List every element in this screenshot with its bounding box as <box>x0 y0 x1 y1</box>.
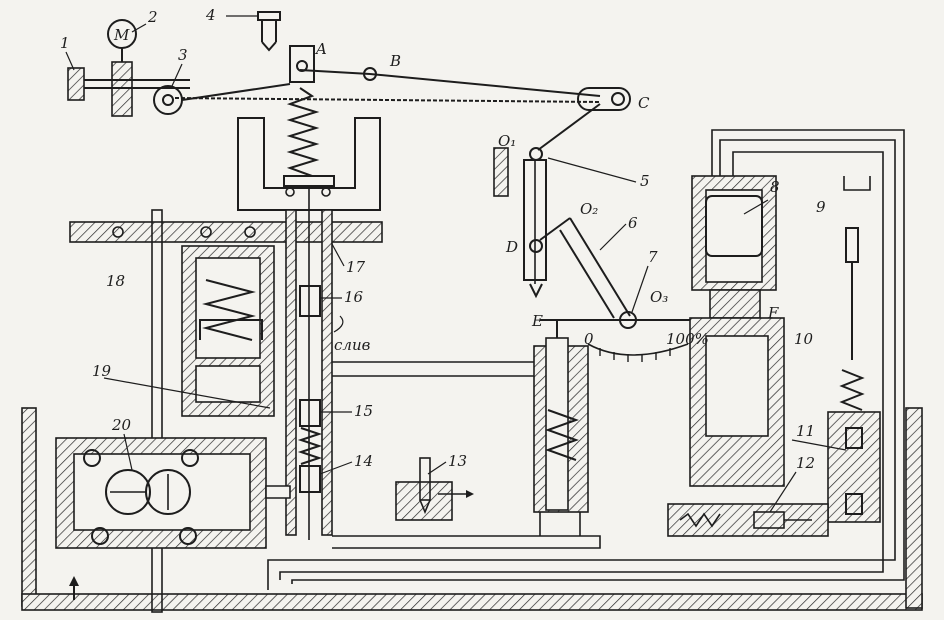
label-11: 11 <box>796 422 815 440</box>
label-B: B <box>389 52 401 70</box>
label-O1: O₁ <box>498 132 516 150</box>
label-17: 17 <box>346 258 366 276</box>
label-O3: O₃ <box>650 288 668 306</box>
label-scale-max: 100% <box>666 330 709 348</box>
control-rod <box>151 209 163 613</box>
label-19: 19 <box>92 362 112 380</box>
label-5: 5 <box>640 172 650 190</box>
label-15: 15 <box>354 402 373 420</box>
label-O2: O₂ <box>580 200 598 218</box>
label-18: 18 <box>106 272 125 290</box>
leader-lines <box>65 15 847 513</box>
drive-assembly <box>67 11 291 117</box>
label-1: 1 <box>60 34 70 52</box>
needle-valve-13 <box>395 457 474 521</box>
spool-column <box>285 186 333 540</box>
cylinder-column <box>689 175 871 487</box>
label-6: 6 <box>628 214 638 232</box>
servomotor-piston <box>533 319 740 513</box>
label-13: 13 <box>448 452 467 470</box>
pendulum-assembly <box>493 147 631 319</box>
lever-system <box>174 45 631 151</box>
label-10: 10 <box>794 330 814 348</box>
label-9: 9 <box>816 198 826 216</box>
label-D: D <box>505 238 518 256</box>
relief-valve-11-12 <box>667 227 881 537</box>
plate-18 <box>69 221 383 243</box>
label-drain: слив <box>334 336 371 354</box>
label-2: 2 <box>147 8 158 26</box>
label-12: 12 <box>796 454 815 472</box>
label-20: 20 <box>111 416 132 434</box>
label-3: 3 <box>178 46 188 64</box>
label-A: A <box>314 40 327 58</box>
label-scale-min: 0 <box>584 330 594 348</box>
label-motor: M <box>113 26 130 44</box>
gear-pump-20 <box>55 437 267 600</box>
label-E: E <box>531 312 543 330</box>
label-7: 7 <box>648 248 658 266</box>
label-14: 14 <box>354 452 373 470</box>
label-4: 4 <box>205 6 216 24</box>
part-labels: 1 2 M 3 4 A B C O₁ 5 O₂ 6 D 7 O₃ E F 0 1… <box>60 6 826 472</box>
spring-chamber-19 <box>181 245 275 417</box>
label-C: C <box>638 94 650 112</box>
base-housing <box>21 129 923 611</box>
label-F: F <box>767 304 779 322</box>
label-8: 8 <box>770 178 780 196</box>
label-16: 16 <box>344 288 364 306</box>
